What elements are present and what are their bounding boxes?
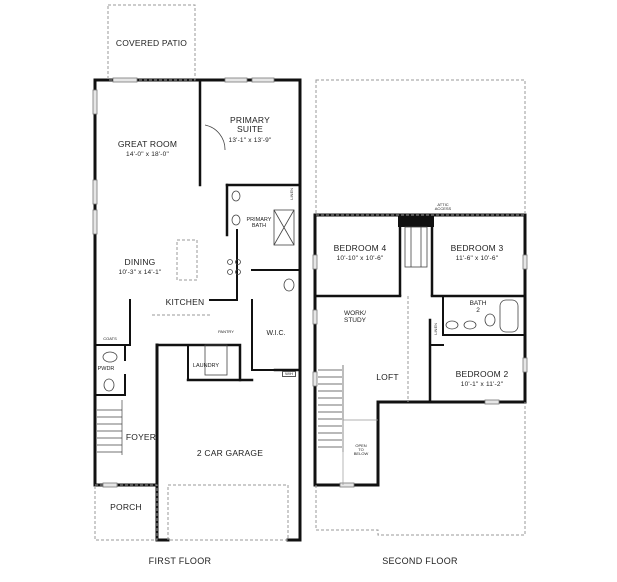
dining-dims: 10'-3" x 14'-1"	[118, 269, 162, 277]
dining-label: DINING 10'-3" x 14'-1"	[100, 257, 180, 277]
primary-bath-name-1: PRIMARY	[246, 217, 272, 223]
bedroom3-name: BEDROOM 3	[450, 243, 504, 253]
open-to-below-label: OPEN TO BELOW	[347, 443, 375, 457]
bedroom2-label: BEDROOM 2 10'-1" x 11'-2"	[447, 369, 517, 389]
attic-line-2: ACCESS	[434, 206, 452, 212]
open-line-3: BELOW	[353, 451, 369, 457]
primary-linen-label: LINEN	[289, 188, 294, 200]
bath2-name-1: BATH	[469, 300, 487, 307]
porch-label: PORCH	[110, 502, 142, 512]
work-study-name-2: STUDY	[343, 317, 367, 325]
pwdr-label: PWDR	[97, 366, 115, 372]
bedroom4-name: BEDROOM 4	[333, 243, 387, 253]
second-linen-label: LINEN	[433, 323, 438, 335]
bedroom2-name: BEDROOM 2	[455, 369, 509, 379]
laundry-label: LAUNDRY	[192, 363, 220, 369]
bath2-label: BATH 2	[466, 300, 490, 314]
second-floor-title: SECOND FLOOR	[382, 556, 458, 566]
bedroom4-label: BEDROOM 4 10'-10" x 10'-6"	[320, 243, 400, 263]
covered-patio-label: COVERED PATIO	[115, 38, 188, 48]
bedroom2-dims: 10'-1" x 11'-2"	[460, 381, 504, 389]
work-study-label: WORK/ STUDY	[335, 310, 375, 324]
bath2-name-2: 2	[476, 307, 480, 315]
water-heater-label: W/H	[282, 371, 296, 378]
great-room-name: GREAT ROOM	[117, 139, 178, 149]
attic-access-label: ATTIC ACCESS	[428, 202, 458, 212]
wic-label: W.I.C.	[266, 330, 286, 337]
primary-suite-name-1: PRIMARY	[230, 115, 270, 125]
dining-name: DINING	[124, 257, 156, 267]
bedroom3-dims: 11'-6" x 10'-6"	[455, 255, 499, 263]
primary-suite-dims: 13'-1" x 13'-9"	[228, 136, 272, 144]
first-floor-title: FIRST FLOOR	[148, 556, 212, 566]
primary-bath-label: PRIMARY BATH	[244, 217, 274, 229]
coats-label: COATS	[103, 336, 117, 341]
great-room-dims: 14'-0" x 18'-0"	[126, 151, 169, 159]
garage-label: 2 CAR GARAGE	[196, 448, 264, 458]
attic-line-1: ATTIC	[437, 202, 449, 207]
foyer-label: FOYER	[125, 432, 157, 442]
kitchen-label: KITCHEN	[165, 297, 205, 307]
pantry-label: PANTRY	[218, 329, 234, 334]
work-study-name-1: WORK/	[343, 310, 367, 317]
great-room-label: GREAT ROOM 14'-0" x 18'-0"	[95, 139, 200, 159]
open-line-2: TO	[358, 447, 364, 453]
primary-suite-name-2: SUITE	[236, 124, 264, 135]
loft-label: LOFT	[376, 372, 399, 382]
open-line-1: OPEN	[355, 443, 367, 448]
primary-suite-label: PRIMARY SUITE 13'-1" x 13'-9"	[200, 115, 300, 144]
bedroom3-label: BEDROOM 3 11'-6" x 10'-6"	[437, 243, 517, 263]
bedroom4-dims: 10'-10" x 10'-6"	[336, 255, 384, 263]
primary-bath-name-2: BATH	[251, 223, 267, 230]
